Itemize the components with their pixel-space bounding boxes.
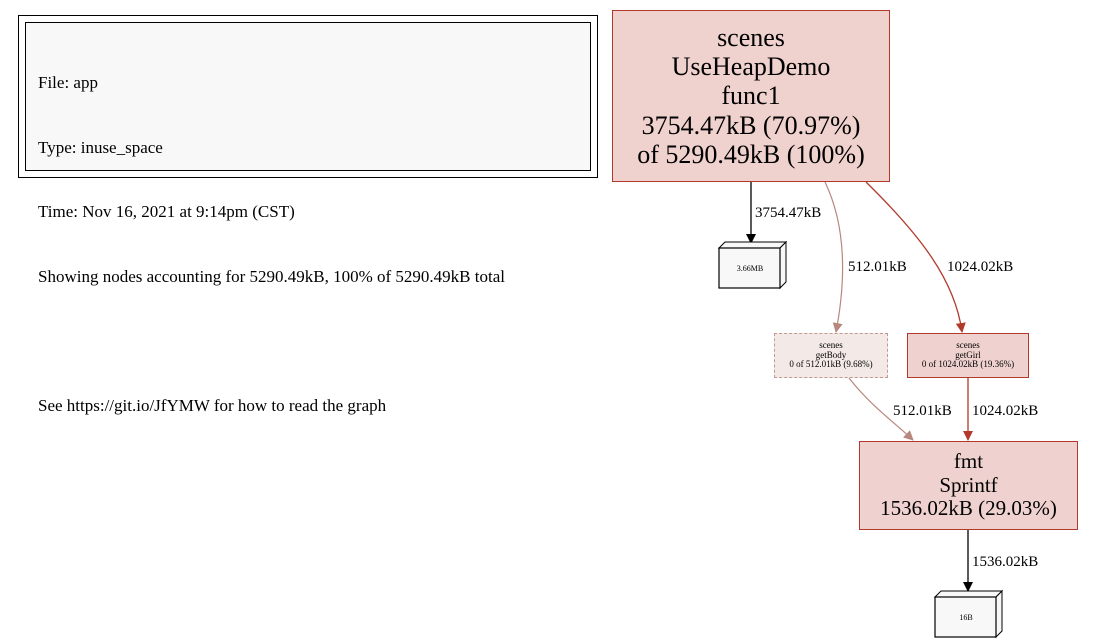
node-getgirl[interactable]: scenes getGirl 0 of 1024.02kB (19.36%)	[907, 333, 1029, 378]
node-root-closure: func1	[721, 81, 781, 111]
edge-label-root-to-getgirl: 1024.02kB	[947, 259, 1013, 275]
legend-box: File: app Type: inuse_space Time: Nov 16…	[18, 15, 598, 415]
legend-help-link: See https://git.io/JfYMW for how to read…	[38, 395, 387, 415]
legend-text: File: app Type: inuse_space Time: Nov 16…	[38, 29, 505, 459]
edge-root-to-getbody	[824, 181, 844, 333]
edge-label-sprintf-to-alloc: 1536.02kB	[972, 554, 1038, 570]
legend-inner: File: app Type: inuse_space Time: Nov 16…	[25, 22, 591, 415]
node-root-flat: 3754.47kB (70.97%)	[641, 110, 861, 140]
node-sprintf-function: Sprintf	[939, 472, 998, 497]
legend-time: Time: Nov 16, 2021 at 9:14pm (CST)	[38, 202, 295, 221]
alloc-label-root: 3.66MB	[737, 264, 763, 273]
node-getbody[interactable]: scenes getBody 0 of 512.01kB (9.68%)	[774, 333, 888, 378]
edge-label-getgirl-to-sprintf: 1024.02kB	[972, 403, 1038, 419]
node-getbody-package: scenes	[819, 339, 843, 350]
alloc-label-sprintf: 16B	[959, 613, 972, 622]
legend-file: File: app	[38, 73, 98, 92]
edge-label-root-to-alloc: 3754.47kB	[755, 205, 821, 221]
node-usehepdemo-func1[interactable]: scenes UseHeapDemo func1 3754.47kB (70.9…	[612, 10, 890, 182]
alloc-box-sprintf: 16B	[933, 589, 1004, 639]
node-getgirl-cum: 0 of 1024.02kB (19.36%)	[921, 359, 1015, 370]
node-getbody-cum: 0 of 512.01kB (9.68%)	[789, 359, 873, 370]
node-root-function: UseHeapDemo	[671, 52, 831, 82]
node-root-package: scenes	[717, 23, 785, 53]
alloc-box-root: 3.66MB	[717, 240, 788, 290]
node-sprintf-flat: 1536.02kB (29.03%)	[880, 496, 1057, 521]
edge-getbody-to-sprintf	[848, 377, 914, 441]
node-sprintf-package: fmt	[953, 449, 984, 474]
node-root-cum: of 5290.49kB (100%)	[637, 139, 865, 169]
edge-label-getbody-to-sprintf: 512.01kB	[893, 403, 952, 419]
node-getgirl-function: getGirl	[955, 349, 981, 360]
node-getgirl-package: scenes	[956, 339, 980, 350]
edge-label-root-to-getbody: 512.01kB	[848, 259, 907, 275]
legend-summary: Showing nodes accounting for 5290.49kB, …	[38, 266, 505, 286]
node-getbody-function: getBody	[815, 349, 847, 360]
edge-root-to-getgirl	[865, 181, 966, 333]
legend-type: Type: inuse_space	[38, 137, 163, 157]
node-fmt-sprintf[interactable]: fmt Sprintf 1536.02kB (29.03%)	[859, 441, 1078, 530]
